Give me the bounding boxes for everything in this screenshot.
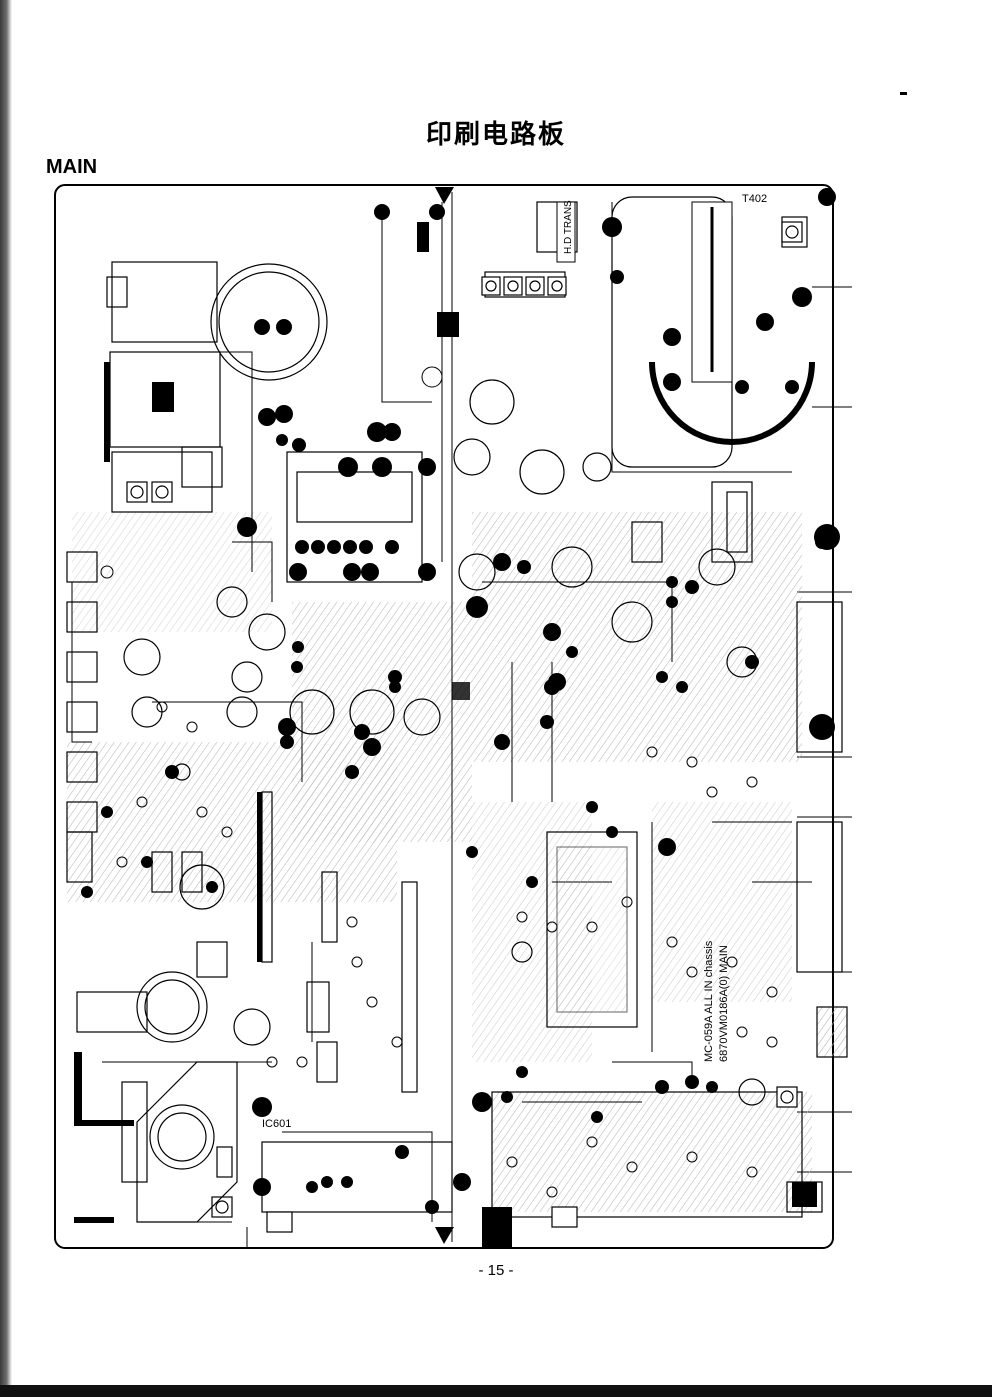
vias <box>100 366 778 1198</box>
scan-shadow-left <box>0 0 12 1397</box>
wiring-lines <box>71 192 812 1242</box>
copper-traces <box>67 512 812 1212</box>
flyback-transformer: T402 <box>649 193 815 445</box>
hd-trans-block: H.D TRANS <box>556 200 576 263</box>
pcb-layout-diagram: T402 H.D TRANS IC601 MC-059A ALL IN chas… <box>52 182 852 1252</box>
svg-text:6870VM0186A(0) MAIN: 6870VM0186A(0) MAIN <box>718 945 730 1062</box>
tuner-block <box>136 1061 238 1223</box>
chassis-marking: MC-059A ALL IN chassis 6870VM0186A(0) MA… <box>703 940 730 1062</box>
hd-trans-label: H.D TRANS <box>563 200 574 254</box>
scan-shadow-bottom <box>0 1385 992 1397</box>
jumper-bars <box>74 187 817 1247</box>
ic601-label: IC601 <box>262 1118 291 1130</box>
scan-speck <box>900 92 907 95</box>
page-number: - 15 - <box>478 1262 514 1279</box>
component-outlines <box>66 196 848 1218</box>
flyback-label: T402 <box>742 193 767 205</box>
svg-text:MC-059A ALL IN chassis: MC-059A ALL IN chassis <box>703 940 715 1062</box>
section-label: MAIN <box>46 156 98 178</box>
solder-pads <box>81 188 840 1214</box>
page-title: 印刷电路板 <box>425 120 566 150</box>
